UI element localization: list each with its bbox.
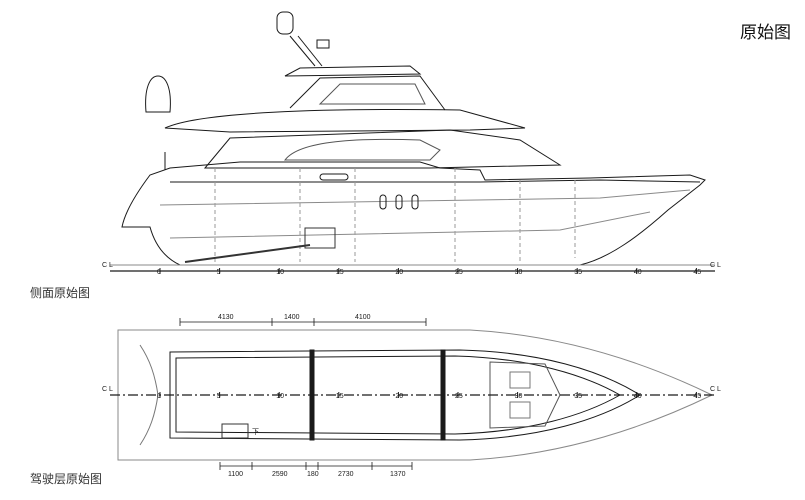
- stair: [221, 423, 249, 439]
- dims-top: [179, 318, 427, 326]
- plan-station-label: 40: [634, 393, 642, 400]
- deck-line: [170, 179, 701, 183]
- main-cabin: [203, 129, 562, 169]
- dim-top-1: 4130: [218, 314, 234, 321]
- side-baseline: 0 5 10 15 20 25 30 35 40 45 C L C L: [102, 262, 721, 276]
- dim-bottom-2: 2590: [272, 471, 288, 478]
- helm-seat: [509, 401, 531, 419]
- prop-shaft: [184, 244, 311, 263]
- flybridge-cabin: [289, 75, 446, 111]
- plan-cl-left: C L: [102, 386, 113, 393]
- porthole: [379, 194, 387, 210]
- hull-outline: [121, 161, 706, 266]
- side-stations: 0 5 10 15 20 25 30 35 40 45: [157, 268, 701, 276]
- porthole: [411, 194, 419, 210]
- side-station-label: 35: [574, 269, 582, 276]
- flybridge-windows: [318, 83, 426, 105]
- side-station-label: 15: [336, 269, 344, 276]
- porthole: [395, 194, 403, 210]
- plan-station-label: 25: [455, 393, 463, 400]
- dim-top-2: 1400: [284, 314, 300, 321]
- mast: [289, 35, 323, 67]
- sat-dome: [145, 75, 171, 113]
- plan-station-label: 30: [515, 393, 523, 400]
- flybridge-baseline: 0 5 10 15 20 25 30 35 40 45 C L C L 下: [102, 386, 721, 436]
- porthole: [319, 173, 349, 181]
- side-station-label: 30: [515, 269, 523, 276]
- plan-cl-right: C L: [710, 386, 721, 393]
- page-title: 原始图: [740, 23, 791, 43]
- dims-bottom: [219, 462, 413, 470]
- flybridge-view-caption: 驾驶层原始图: [30, 472, 103, 486]
- side-view-caption: 侧面原始图: [30, 286, 91, 300]
- plan-station-label: 0: [157, 393, 161, 400]
- side-station-label: 5: [217, 269, 221, 276]
- engine-block: [304, 227, 336, 249]
- plan-station-label: 35: [574, 393, 582, 400]
- hardtop: [284, 65, 422, 77]
- side-station-label: 0: [157, 269, 161, 276]
- dim-bottom-5: 1370: [390, 471, 406, 478]
- dim-bottom-1: 1100: [228, 471, 243, 478]
- stair-label: 下: [252, 428, 259, 436]
- helm-seat: [509, 371, 531, 389]
- dim-bottom-4: 2730: [338, 471, 354, 478]
- plan-station-label: 5: [217, 393, 221, 400]
- plan-stations: 0 5 10 15 20 25 30 35 40 45: [157, 392, 701, 400]
- side-station-label: 40: [634, 269, 642, 276]
- swim-platform: [139, 344, 159, 446]
- upper-deck-overhang: [164, 109, 526, 133]
- dim-top-3: 4100: [355, 314, 371, 321]
- side-station-label: 20: [395, 269, 403, 276]
- plan-station-label: 15: [336, 393, 344, 400]
- chine-line: [169, 211, 651, 239]
- side-view: [110, 11, 715, 266]
- antenna-unit: [316, 39, 330, 49]
- plan-station-label: 20: [395, 393, 403, 400]
- side-cl-right: C L: [710, 262, 721, 269]
- side-cl-left: C L: [102, 262, 113, 269]
- sheer-line: [159, 189, 691, 206]
- helm-console: [489, 361, 561, 429]
- side-station-label: 10: [276, 269, 284, 276]
- main-windows: [283, 138, 441, 161]
- dim-bottom-3: 180: [307, 471, 319, 478]
- radar-dome: [276, 11, 294, 35]
- plan-station-label: 10: [276, 393, 284, 400]
- side-station-label: 45: [693, 269, 701, 276]
- side-station-label: 25: [455, 269, 463, 276]
- plan-station-label: 45: [693, 393, 701, 400]
